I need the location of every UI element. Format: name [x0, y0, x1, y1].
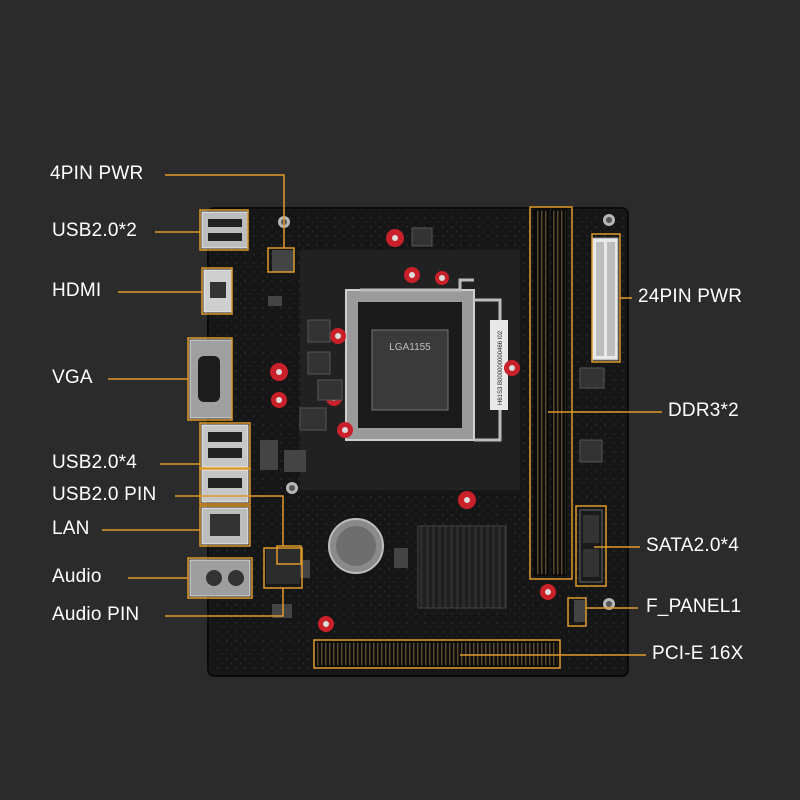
callout-box-fpanel: [567, 597, 587, 627]
callout-line-usb2pin: [175, 495, 284, 546]
label-hdmi: HDMI: [52, 280, 102, 301]
pcie-x16-slot: [315, 641, 559, 667]
callout-box-ddr3: [529, 206, 573, 580]
label-audio-pin: Audio PIN: [52, 604, 140, 625]
small-components: [260, 250, 586, 622]
callout-box-usb2x4-b: [199, 467, 251, 505]
ddr3-slots: [533, 209, 567, 576]
label-vga: VGA: [52, 367, 93, 388]
callout-box-usb2x2: [199, 209, 249, 251]
callout-box-4pin: [267, 247, 295, 273]
label-24pin-pwr: 24PIN PWR: [638, 286, 743, 307]
callout-line-audiopin: [165, 588, 284, 617]
label-sata: SATA2.0*4: [646, 535, 739, 556]
label-pcie: PCI-E 16X: [652, 643, 744, 664]
label-4pin-pwr: 4PIN PWR: [50, 163, 144, 184]
label-ddr3: DDR3*2: [668, 400, 739, 421]
callout-box-pcie: [313, 639, 561, 669]
callout-box-usb2x4-a: [199, 422, 251, 470]
cpu-area: LGA1155 H61S3 B000000000466 I02: [300, 250, 520, 490]
label-fpanel: F_PANEL1: [646, 596, 742, 617]
chipset-heatsink: [417, 525, 507, 609]
label-usb2x4: USB2.0*4: [52, 452, 138, 473]
callouts: [102, 174, 662, 669]
callout-box-usb2pin: [276, 545, 302, 565]
sata-ports: [579, 509, 603, 583]
callout-box-lan: [199, 505, 251, 547]
board-serial-text: H61S3 B000000000466 I02: [498, 330, 504, 405]
vrm-components: [299, 227, 605, 463]
cmos-battery: [328, 518, 384, 574]
label-audio: Audio: [52, 566, 102, 587]
label-usb2x2: USB2.0*2: [52, 220, 138, 241]
callout-box-sata: [575, 505, 607, 587]
label-lan: LAN: [52, 518, 90, 539]
callout-line-4pin: [165, 174, 285, 248]
callout-box-hdmi: [201, 267, 233, 315]
label-usb2pin: USB2.0 PIN: [52, 484, 157, 505]
cpu-socket-text: LGA1155: [389, 342, 431, 353]
atx-24pin-connector: [591, 237, 619, 361]
rear-io: [189, 211, 251, 597]
